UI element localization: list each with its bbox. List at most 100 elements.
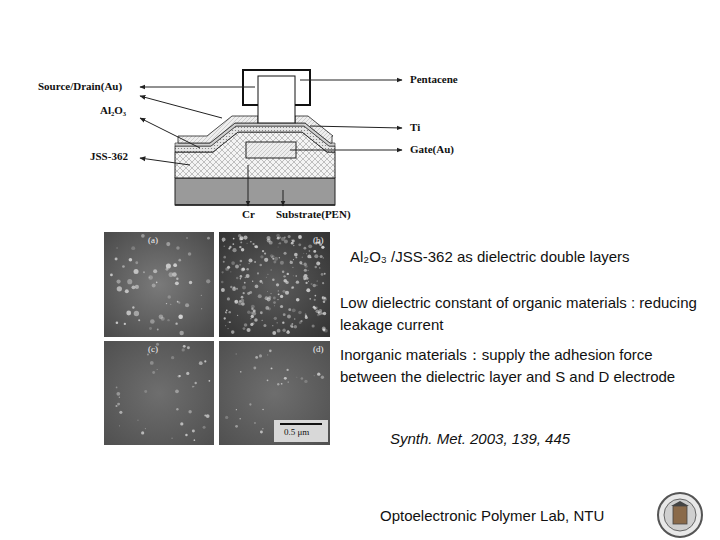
sem-speck (235, 353, 237, 355)
sem-speck (314, 375, 315, 376)
layer-label: Source/Drain(Au) (38, 80, 122, 92)
sem-speck (314, 295, 316, 297)
sem-speck (168, 295, 171, 298)
sem-speck (171, 356, 174, 359)
sem-speck (228, 328, 229, 329)
sem-speck (189, 281, 192, 284)
sem-speck (240, 371, 242, 373)
sem-speck (274, 305, 275, 306)
sem-speck (231, 330, 235, 334)
sem-speck (294, 325, 297, 328)
substrate-layer (175, 178, 335, 205)
sem-speck (178, 375, 181, 378)
sem-speck (271, 367, 273, 369)
sem-speck (226, 310, 228, 312)
sem-speck (295, 256, 297, 258)
sem-speck (287, 273, 289, 275)
layer-label: Cr (242, 208, 255, 220)
leader-line (283, 190, 284, 206)
sem-speck (322, 326, 326, 330)
scale-label: 0.5 μm (284, 427, 309, 437)
sem-speck (252, 281, 253, 282)
sem-speck (317, 313, 320, 316)
sem-speck (262, 282, 264, 284)
sem-speck (280, 261, 284, 265)
sem-speck (282, 271, 284, 273)
sem-speck (250, 318, 251, 319)
sem-speck (277, 329, 281, 333)
sem-speck (314, 254, 318, 258)
sem-speck (299, 261, 302, 264)
sem-speck (246, 243, 247, 244)
sem-speck (207, 237, 210, 240)
sem-speck (267, 354, 268, 355)
channel (258, 76, 295, 123)
sem-speck (260, 431, 263, 434)
sem-speck (178, 315, 182, 319)
sem-speck (305, 265, 308, 268)
sem-speck (143, 271, 145, 273)
sem-speck (150, 319, 155, 324)
sem-speck (192, 386, 194, 388)
sem-speck (284, 240, 288, 244)
sem-speck (237, 315, 238, 316)
sem-speck (260, 255, 263, 258)
sem-speck (293, 275, 294, 276)
sem-speck (276, 234, 280, 238)
logo (658, 493, 702, 537)
sem-speck (307, 254, 311, 258)
leader-line (140, 158, 190, 165)
panel-label: (b) (313, 235, 324, 245)
sem-speck (236, 409, 237, 410)
sem-speck (226, 312, 227, 313)
sem-speck (247, 328, 251, 332)
sem-speck (241, 248, 244, 251)
sem-speck (178, 315, 182, 319)
sem-speck (204, 415, 206, 417)
sem-speck (117, 286, 122, 291)
sem-speck (272, 325, 273, 326)
sem-speck (294, 253, 298, 257)
sem-speck (254, 261, 256, 263)
sem-speck (231, 261, 235, 265)
sem-speck (242, 268, 245, 271)
sem-speck (188, 252, 192, 256)
sem-speck (229, 246, 231, 248)
sem-speck (252, 243, 254, 245)
sem-speck (235, 265, 239, 269)
sem-speck (230, 271, 231, 272)
sem-speck (317, 280, 318, 281)
sem-speck (176, 246, 180, 250)
sem-speck (228, 322, 229, 323)
sem-speck (287, 314, 291, 318)
sem-speck (126, 311, 131, 316)
sem-speck (269, 241, 273, 245)
sem-speck (236, 277, 239, 280)
sem-speck (246, 268, 249, 271)
sem-speck (194, 439, 196, 441)
sem-speck (302, 257, 303, 258)
sem-speck (274, 317, 277, 320)
logo-ring (664, 499, 696, 531)
sem-speck (293, 245, 294, 246)
sem-speck (300, 263, 302, 265)
sem-speck (255, 356, 258, 359)
layer-label: Substrate(PEN) (276, 208, 351, 220)
sem-speck (323, 300, 326, 303)
sem-speck (303, 247, 306, 250)
sem-speck (159, 315, 164, 320)
sem-speck (278, 290, 279, 291)
sem-speck (291, 239, 293, 241)
sem-speck (239, 264, 240, 265)
sem-speck (278, 243, 279, 244)
sem-speck (252, 322, 255, 325)
sem-speck (286, 330, 290, 334)
sem-speck (185, 303, 189, 307)
sem-speck (223, 261, 225, 263)
panel-label: (c) (148, 344, 158, 354)
sem-speck (204, 360, 206, 362)
logo-emblem (673, 506, 687, 524)
leader-line (140, 118, 200, 148)
sem-speck (244, 323, 248, 327)
